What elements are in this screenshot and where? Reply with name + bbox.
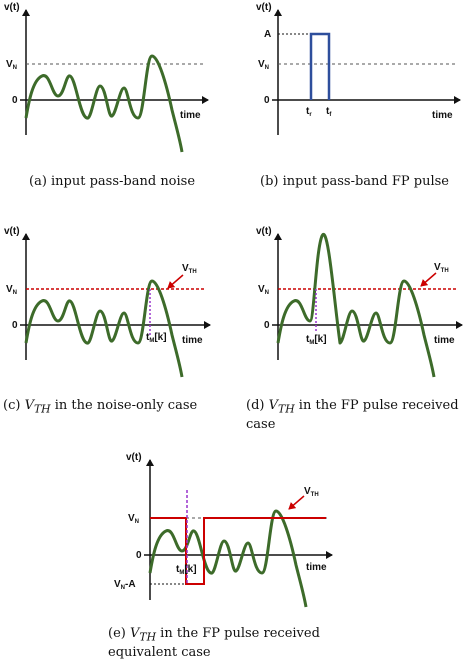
time-label: time bbox=[434, 335, 455, 346]
tr-label: tr bbox=[306, 106, 312, 118]
vn-label: VN bbox=[258, 284, 269, 296]
panel-e: v(t) VN 0 VN-A VTH tM[k] time bbox=[114, 452, 333, 608]
vth-label: VTH bbox=[434, 262, 449, 274]
time-label: time bbox=[432, 110, 453, 121]
time-label: time bbox=[306, 562, 327, 573]
caption-e: (e) VTH in the FP pulse received equival… bbox=[108, 626, 320, 660]
equivalent-threshold bbox=[150, 517, 326, 585]
vth-arrow bbox=[420, 272, 437, 287]
panel-d: v(t) VN 0 VTH tM[k] time bbox=[256, 226, 463, 378]
panel-a: v(t) VN 0 time bbox=[4, 2, 209, 153]
zero-label: 0 bbox=[12, 95, 18, 106]
vt-label: v(t) bbox=[256, 226, 272, 237]
panel-c: v(t) VN 0 VTH tM[k] time bbox=[4, 226, 211, 378]
vt-label: v(t) bbox=[4, 226, 20, 237]
vn-label: VN bbox=[128, 513, 139, 525]
vn-minus-a-label: VN-A bbox=[114, 579, 136, 591]
vt-label: v(t) bbox=[256, 2, 272, 13]
vth-label: VTH bbox=[182, 263, 197, 275]
caption-d: (d) VTH in the FP pulse received case bbox=[246, 398, 459, 432]
vn-label: VN bbox=[6, 59, 17, 71]
tm-label: tM[k] bbox=[306, 334, 327, 346]
vth-arrow bbox=[167, 274, 184, 289]
tm-label: tM[k] bbox=[146, 332, 167, 344]
vt-label: v(t) bbox=[126, 452, 142, 463]
fp-pulse bbox=[309, 32, 331, 100]
vth-label: VTH bbox=[304, 486, 319, 498]
noise-waveform bbox=[24, 279, 184, 378]
zero-label: 0 bbox=[264, 320, 270, 331]
caption-b: (b) input pass-band FP pulse bbox=[260, 174, 450, 189]
vn-label: VN bbox=[258, 59, 269, 71]
a-label: A bbox=[264, 29, 271, 40]
tf-label: tf bbox=[326, 106, 332, 118]
noise-waveform bbox=[148, 509, 308, 608]
panel-b: v(t) A VN 0 tr tf time bbox=[256, 2, 461, 135]
caption-c: (c) VTH in the noise-only case bbox=[3, 398, 198, 416]
vt-label: v(t) bbox=[4, 2, 20, 13]
time-label: time bbox=[180, 110, 201, 121]
vth-arrow bbox=[288, 495, 305, 510]
noise-plus-pulse-waveform bbox=[276, 232, 436, 378]
noise-waveform bbox=[24, 54, 184, 153]
zero-label: 0 bbox=[264, 95, 270, 106]
zero-label: 0 bbox=[136, 550, 142, 561]
tm-label: tM[k] bbox=[176, 564, 197, 576]
caption-a: (a) input pass-band noise bbox=[29, 174, 196, 189]
zero-label: 0 bbox=[12, 320, 18, 331]
vn-label: VN bbox=[6, 284, 17, 296]
time-label: time bbox=[182, 335, 203, 346]
